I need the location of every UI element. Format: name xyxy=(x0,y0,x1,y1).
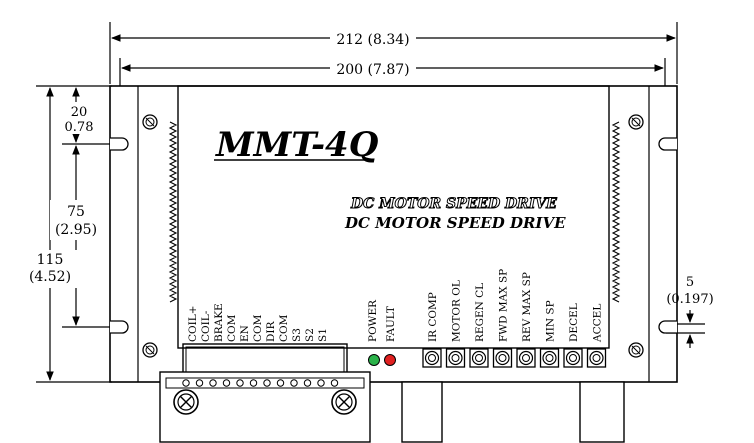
terminal-screw xyxy=(182,379,190,387)
indicator-label: POWER xyxy=(367,299,379,342)
terminal-label: COIL- xyxy=(200,310,212,342)
top-offset-mm: 20 xyxy=(71,105,88,120)
potentiometer xyxy=(563,348,583,368)
terminal-screw xyxy=(249,379,258,387)
corner-screws xyxy=(142,114,644,358)
pot-label: DECEL xyxy=(568,303,580,342)
height-mm: 115 xyxy=(37,252,64,268)
indicator-labels: POWER FAULT xyxy=(367,299,397,342)
potentiometer xyxy=(422,348,442,368)
terminal-label: COM xyxy=(278,314,290,342)
terminal-label: EN xyxy=(239,325,251,342)
terminal-screw xyxy=(263,379,271,387)
clamp-screw xyxy=(173,389,199,415)
potentiometers xyxy=(422,348,607,368)
pot-label: REGEN CL xyxy=(474,283,486,342)
terminal-label: DIR xyxy=(265,320,277,342)
terminal-screw xyxy=(290,379,298,387)
mounting-slots xyxy=(110,137,677,334)
pot-label: MIN SP xyxy=(545,300,557,342)
terminal-screw xyxy=(236,379,244,387)
terminal-screw xyxy=(209,379,217,387)
pot-label: ACCEL xyxy=(592,304,604,343)
indicator-led xyxy=(368,354,380,366)
indicator-leds xyxy=(368,354,396,366)
potentiometer xyxy=(445,348,466,368)
mid-span-in: (2.95) xyxy=(55,222,97,238)
pot-label: FWD MAX SP xyxy=(498,269,510,342)
terminal-label: COM xyxy=(252,314,264,342)
corner-screw xyxy=(142,114,158,130)
terminal-label: S3 xyxy=(291,328,303,342)
potentiometer xyxy=(586,348,607,368)
terminal-label: COM xyxy=(226,314,238,342)
bottom-brackets xyxy=(401,381,625,443)
terminal-screw xyxy=(330,379,339,387)
corner-screw xyxy=(142,342,158,358)
indicator-label: FAULT xyxy=(385,306,397,342)
pot-label: REV MAX SP xyxy=(521,272,533,342)
drive-housing xyxy=(109,85,678,383)
potentiometer xyxy=(469,348,489,368)
subtitle-outline: DC MOTOR SPEED DRIVE xyxy=(350,196,557,212)
terminal-screw xyxy=(195,379,204,387)
terminal-label: BRAKE xyxy=(213,303,225,342)
subtitle: DC MOTOR SPEED DRIVE xyxy=(344,214,566,232)
indicator-led xyxy=(384,354,396,366)
potentiometer xyxy=(492,348,513,368)
pot-label: MOTOR OL xyxy=(451,280,463,342)
terminal-label: S2 xyxy=(304,328,316,342)
terminal-label: COIL+ xyxy=(187,305,199,342)
heatsink-fins xyxy=(168,121,621,303)
corner-screw xyxy=(628,342,644,358)
potentiometer xyxy=(516,348,536,368)
mount-width-label: 200 (7.87) xyxy=(336,62,409,78)
terminal-screws xyxy=(182,379,339,387)
overall-width-label: 212 (8.34) xyxy=(336,32,409,48)
pot-label: IR COMP xyxy=(427,292,439,342)
terminal-screw xyxy=(222,379,231,387)
terminal-screw xyxy=(303,379,312,387)
clamp-screw xyxy=(331,389,357,415)
slot-mm: 5 xyxy=(686,275,694,290)
potentiometer xyxy=(539,348,560,368)
potentiometer-labels: IR COMP MOTOR OL REGEN CL FWD MAX SP REV MAX… xyxy=(427,269,604,343)
top-offset-in: 0.78 xyxy=(65,120,94,135)
slot-in: (0.197) xyxy=(666,292,713,307)
model-title: MMT-4Q xyxy=(215,125,379,165)
mid-span-mm: 75 xyxy=(67,204,85,220)
height-in: (4.52) xyxy=(29,269,71,285)
terminal-screw xyxy=(317,379,325,387)
corner-screw xyxy=(628,114,644,130)
terminal-label: S1 xyxy=(317,328,329,342)
terminal-screw xyxy=(276,379,285,387)
